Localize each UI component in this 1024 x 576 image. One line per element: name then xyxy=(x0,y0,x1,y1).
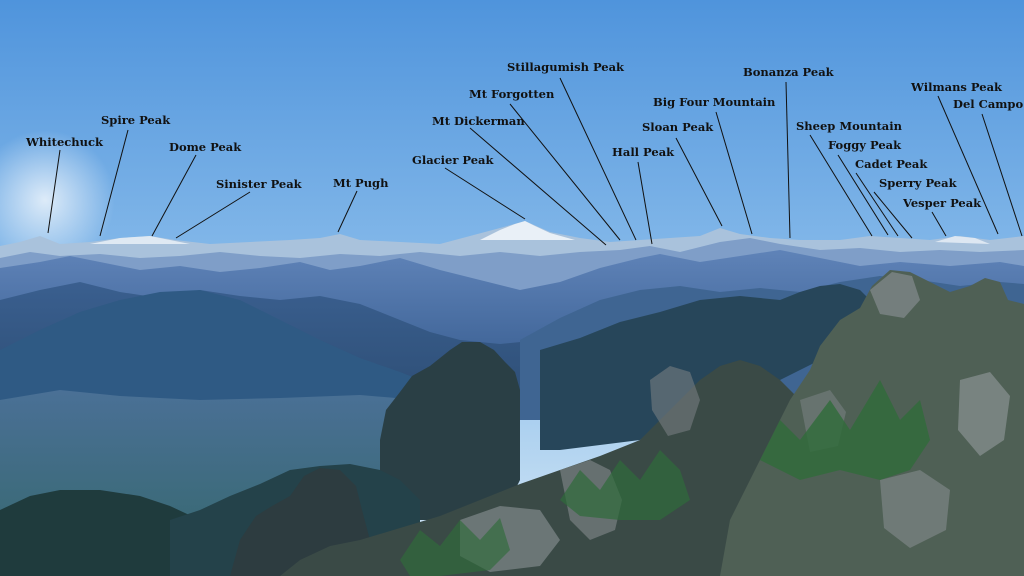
label-mt-dickerman: Mt Dickerman xyxy=(432,114,525,128)
label-spire-peak: Spire Peak xyxy=(101,113,171,127)
leader-mt-dickerman xyxy=(469,127,607,246)
trees-center xyxy=(560,450,690,520)
label-foggy-peak: Foggy Peak xyxy=(828,138,902,152)
leader-wilmans-peak xyxy=(937,95,999,235)
rock-face-right-3 xyxy=(880,470,950,548)
leader-sheep-mountain xyxy=(809,134,873,237)
rock-face-spire xyxy=(650,366,700,436)
label-big-four-mountain: Big Four Mountain xyxy=(653,95,776,109)
forested-ridge xyxy=(540,284,870,450)
label-whitechuck: Whitechuck xyxy=(26,135,103,149)
sun-haze xyxy=(0,130,115,270)
label-sinister-peak: Sinister Peak xyxy=(216,177,302,191)
leader-big-four-mountain xyxy=(715,111,753,235)
leader-vesper-peak xyxy=(931,211,947,237)
leader-stillagumish-peak xyxy=(559,77,637,241)
label-bonanza-peak: Bonanza Peak xyxy=(743,65,834,79)
trees-foreground xyxy=(400,518,510,576)
dome-peak-snow xyxy=(90,236,190,244)
label-sperry-peak: Sperry Peak xyxy=(879,176,957,190)
label-sheep-mountain: Sheep Mountain xyxy=(796,119,902,133)
leader-spire-peak xyxy=(99,129,129,237)
rock-face-right xyxy=(870,272,920,318)
rock-spire xyxy=(380,342,520,520)
leader-hall-peak xyxy=(637,161,653,245)
leader-sinister-peak xyxy=(175,191,251,239)
leader-del-campo xyxy=(981,113,1023,237)
label-mt-forgotten: Mt Forgotten xyxy=(469,87,555,101)
leader-glacier-peak xyxy=(444,167,526,220)
label-del-campo: Del Campo xyxy=(953,97,1024,111)
leader-mt-forgotten xyxy=(509,103,621,241)
label-stillagumish-peak: Stillagumish Peak xyxy=(507,60,625,74)
leader-cadet-peak xyxy=(855,172,899,237)
leader-bonanza-peak xyxy=(785,81,791,239)
rock-face-right-2 xyxy=(958,372,1010,456)
leader-mt-pugh xyxy=(337,190,358,233)
label-mt-pugh: Mt Pugh xyxy=(333,176,389,190)
leader-sperry-peak xyxy=(873,191,913,239)
leader-sloan-peak xyxy=(675,137,723,227)
glacier-peak-snow xyxy=(480,221,575,240)
leader-whitechuck xyxy=(47,149,61,234)
label-hall-peak: Hall Peak xyxy=(612,145,675,159)
trees-right xyxy=(760,380,930,480)
leader-lines xyxy=(47,77,1023,246)
leader-foggy-peak xyxy=(837,154,889,236)
label-cadet-peak: Cadet Peak xyxy=(855,157,928,171)
label-glacier-peak: Glacier Peak xyxy=(412,153,494,167)
label-wilmans-peak: Wilmans Peak xyxy=(911,80,1002,94)
label-dome-peak: Dome Peak xyxy=(169,140,242,154)
label-sloan-peak: Sloan Peak xyxy=(642,120,714,134)
vesper-snow xyxy=(935,236,990,244)
leader-dome-peak xyxy=(151,154,197,237)
label-vesper-peak: Vesper Peak xyxy=(903,196,982,210)
